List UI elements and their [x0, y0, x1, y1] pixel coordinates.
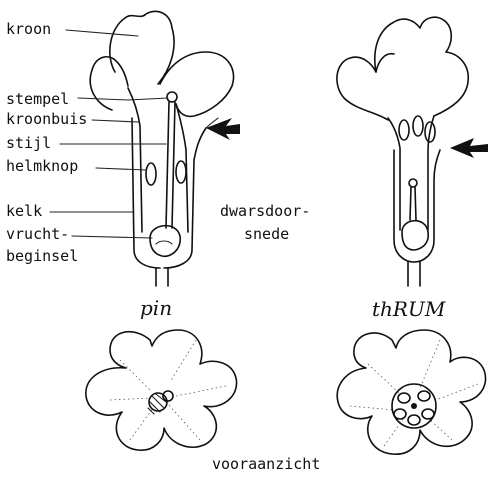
pin-style	[166, 102, 175, 228]
label-group: kroon stempel kroonbuis stijl helmknop k…	[6, 20, 446, 321]
pin-calyx-right	[164, 128, 206, 268]
thrum-flower-section	[337, 17, 488, 286]
thrum-ovary	[402, 221, 428, 250]
thrum-front-anther-3	[394, 409, 406, 419]
label-helmknop: helmknop	[6, 157, 78, 175]
label-kroonbuis: kroonbuis	[6, 110, 87, 128]
pin-front-veins	[110, 340, 226, 440]
pin-anther-left	[146, 163, 156, 185]
label-dwarsdoor: dwarsdoor-	[220, 202, 310, 220]
label-kelk: kelk	[6, 202, 42, 220]
pin-front-view	[86, 330, 237, 450]
pin-corolla-tube-left	[128, 88, 142, 232]
pin-ovary-detail	[156, 241, 172, 244]
leader-helmknop	[96, 168, 146, 170]
thrum-front-stigma	[411, 403, 417, 409]
thrum-stigma	[409, 179, 417, 187]
thrum-front-veins	[350, 340, 478, 446]
thrum-petal-left	[337, 54, 394, 120]
leader-vruchtbeginsel	[72, 236, 152, 238]
pin-flower-section	[90, 11, 240, 286]
label-vooraanzicht: vooraanzicht	[212, 455, 320, 473]
thrum-front-view	[337, 330, 485, 454]
pin-petal-left	[90, 57, 128, 110]
label-stempel: stempel	[6, 90, 69, 108]
label-snede: snede	[244, 225, 289, 243]
thrum-petal-center	[375, 17, 451, 72]
thrum-front-anther-5	[408, 415, 420, 425]
leader-stempel	[78, 98, 168, 100]
pin-stigma	[167, 92, 177, 102]
label-stijl: stijl	[6, 134, 51, 152]
label-kroon: kroon	[6, 20, 51, 38]
thrum-petal-right	[434, 52, 468, 116]
pin-calyx-left	[132, 118, 160, 268]
leader-kroon	[66, 30, 138, 36]
pin-pedicel	[156, 268, 168, 286]
thrum-pedicel	[408, 262, 420, 286]
pin-arrow-icon	[206, 118, 240, 140]
thrum-arrow-icon	[450, 138, 488, 158]
thrum-front-anther-2	[418, 391, 430, 401]
pin-anther-right	[176, 161, 186, 183]
label-thrum: thRUM	[372, 297, 446, 321]
thrum-style	[410, 187, 416, 220]
thrum-front-corolla	[337, 330, 485, 454]
thrum-corolla-tube-right	[428, 116, 434, 230]
pin-petal-center	[110, 11, 174, 84]
leader-kroonbuis	[92, 120, 138, 122]
thrum-front-anther-4	[422, 409, 434, 419]
pin-front-corolla	[86, 330, 237, 450]
label-beginsel: beginsel	[6, 247, 78, 265]
label-pin: pin	[140, 296, 172, 320]
thrum-anther-1	[399, 120, 409, 140]
label-vrucht: vrucht-	[6, 225, 69, 243]
thrum-front-anther-1	[398, 393, 410, 403]
thrum-calyx-right	[414, 150, 440, 262]
thrum-anther-2	[413, 116, 423, 136]
